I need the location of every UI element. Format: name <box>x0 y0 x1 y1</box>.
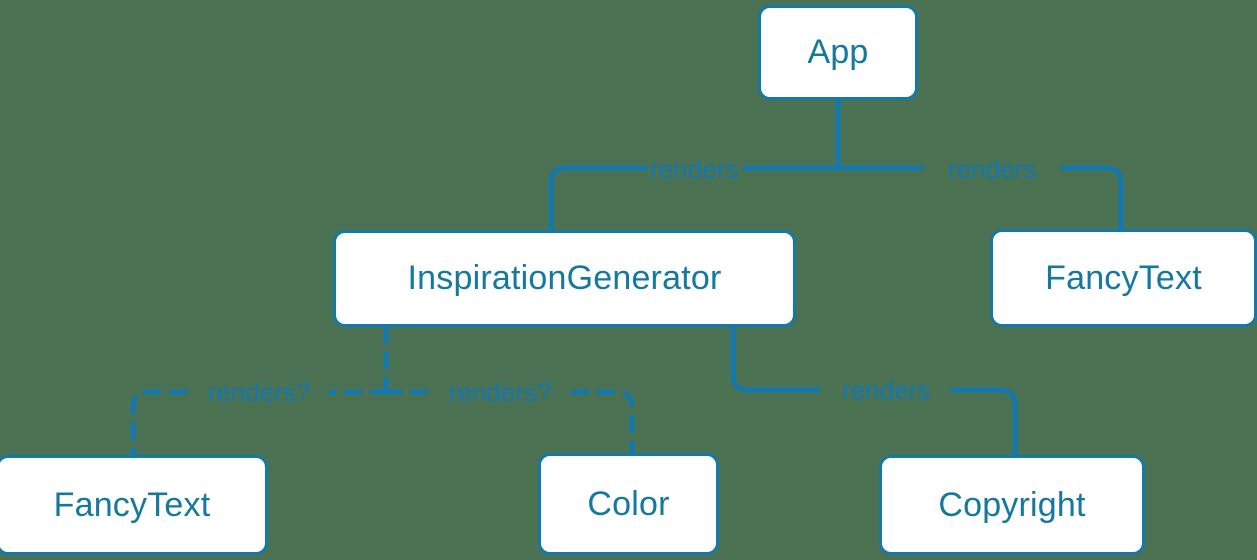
edge-app-to-inspirationgenerator <box>548 165 841 233</box>
node-fancytext-top[interactable]: FancyText <box>990 229 1257 327</box>
edge-label-inspirationgenerator-fancytext: renders? <box>207 377 311 407</box>
node-copyright[interactable]: Copyright <box>879 455 1145 555</box>
edge-label-app-inspirationgenerator: renders <box>649 154 739 184</box>
edge-label-app-fancytext: renders <box>947 154 1037 184</box>
node-app[interactable]: App <box>758 5 918 100</box>
edge-app-to-fancytext <box>835 165 1124 232</box>
edge-label-inspirationgenerator-color: renders? <box>448 377 552 407</box>
node-inspirationgenerator[interactable]: InspirationGenerator <box>333 230 796 327</box>
node-fancytext-bottom[interactable]: FancyText <box>0 455 268 555</box>
edge-inspgen-to-copyright <box>730 324 1018 458</box>
edge-label-inspirationgenerator-copyright: renders <box>841 375 931 405</box>
edge-inspgen-to-color-dashed <box>383 389 635 456</box>
edge-inspgen-to-fancytext-dashed <box>130 389 389 458</box>
node-color[interactable]: Color <box>538 453 719 555</box>
